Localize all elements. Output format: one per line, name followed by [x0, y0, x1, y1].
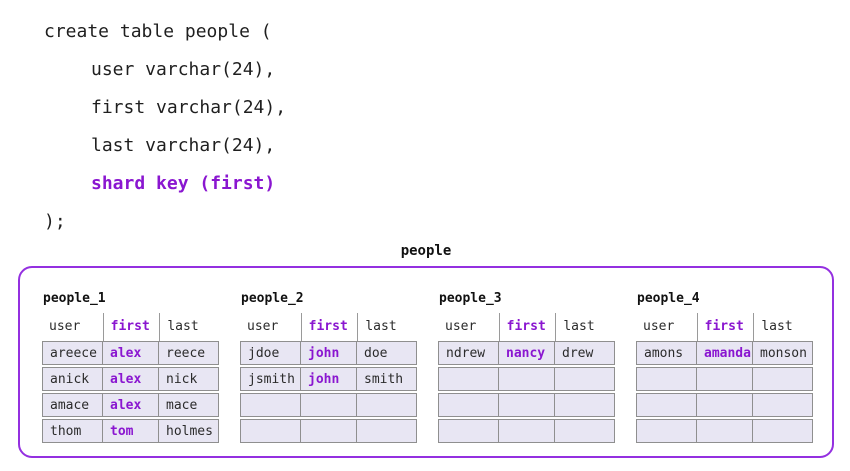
- sql-code-block: create table people ( user varchar(24), fi…: [44, 13, 286, 241]
- column-header-first: first: [102, 313, 160, 341]
- code-line: user varchar(24),: [91, 59, 276, 80]
- shard-table-name: people_1: [43, 291, 106, 306]
- column-header-first: first: [696, 313, 754, 341]
- table-cell: [696, 367, 753, 391]
- table-cell: smith: [356, 367, 417, 391]
- table-cell: mace: [158, 393, 219, 417]
- table-cell: holmes: [158, 419, 219, 443]
- table-cell: [240, 419, 301, 443]
- table-cell: anick: [42, 367, 103, 391]
- table-cell: nancy: [498, 341, 555, 365]
- column-header-user: user: [42, 313, 103, 341]
- code-line: first varchar(24),: [91, 97, 287, 118]
- column-header-first: first: [300, 313, 358, 341]
- table-cell: [356, 419, 417, 443]
- table-row: [438, 393, 616, 417]
- table-cell: amanda: [696, 341, 753, 365]
- shard-table-name: people_3: [439, 291, 502, 306]
- table-row: [636, 393, 814, 417]
- table-cell: [636, 367, 697, 391]
- table-cell: areece: [42, 341, 103, 365]
- table-cell: john: [300, 341, 357, 365]
- table-cell: reece: [158, 341, 219, 365]
- column-header-last: last: [159, 313, 220, 341]
- code-line: create table people (: [44, 21, 272, 42]
- table-cell: tom: [102, 419, 159, 443]
- column-header-user: user: [240, 313, 301, 341]
- table-row: [636, 419, 814, 443]
- table-cell: [554, 367, 615, 391]
- table-cell: [752, 367, 813, 391]
- table-cell: [636, 419, 697, 443]
- table-cell: nick: [158, 367, 219, 391]
- table-cell: amons: [636, 341, 697, 365]
- table-cell: ndrew: [438, 341, 499, 365]
- column-header-user: user: [438, 313, 499, 341]
- table-cell: jsmith: [240, 367, 301, 391]
- table-cell: [300, 419, 357, 443]
- code-line-shard-key: shard key (first): [91, 173, 276, 194]
- table-row: [240, 393, 418, 417]
- table-cell: [438, 419, 499, 443]
- column-header-last: last: [753, 313, 814, 341]
- table-cell: [240, 393, 301, 417]
- table-cell: [438, 393, 499, 417]
- table-row: [240, 419, 418, 443]
- column-header-user: user: [636, 313, 697, 341]
- table-cell: [752, 419, 813, 443]
- table-row: [438, 419, 616, 443]
- table-cell: [554, 419, 615, 443]
- table-cell: [300, 393, 357, 417]
- table-cell: amace: [42, 393, 103, 417]
- table-cell: alex: [102, 393, 159, 417]
- table-cell: alex: [102, 367, 159, 391]
- table-cell: drew: [554, 341, 615, 365]
- table-cell: [498, 419, 555, 443]
- column-header-last: last: [357, 313, 418, 341]
- database-title: people: [400, 243, 452, 259]
- column-header-first: first: [498, 313, 556, 341]
- table-cell: [498, 393, 555, 417]
- code-line: );: [44, 211, 66, 232]
- table-cell: monson: [752, 341, 813, 365]
- table-row: [438, 367, 616, 391]
- table-cell: doe: [356, 341, 417, 365]
- table-cell: [752, 393, 813, 417]
- table-cell: [636, 393, 697, 417]
- table-cell: alex: [102, 341, 159, 365]
- shard-table-name: people_2: [241, 291, 304, 306]
- table-cell: john: [300, 367, 357, 391]
- table-row: [636, 367, 814, 391]
- code-line: last varchar(24),: [91, 135, 276, 156]
- table-cell: [696, 393, 753, 417]
- column-header-last: last: [555, 313, 616, 341]
- table-cell: [356, 393, 417, 417]
- table-cell: thom: [42, 419, 103, 443]
- table-cell: [438, 367, 499, 391]
- table-cell: [696, 419, 753, 443]
- table-cell: jdoe: [240, 341, 301, 365]
- table-cell: [554, 393, 615, 417]
- shard-table-name: people_4: [637, 291, 700, 306]
- table-cell: [498, 367, 555, 391]
